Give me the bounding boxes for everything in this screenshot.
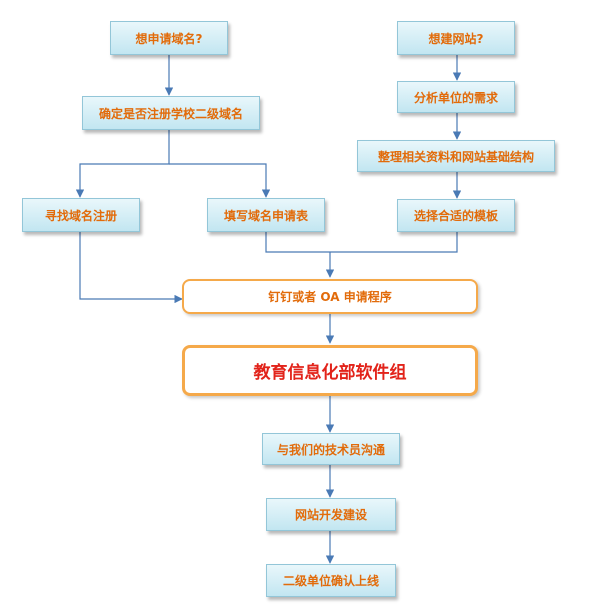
- node-choose-template: 选择合适的模板: [397, 199, 515, 232]
- node-apply-process: 钉钉或者 OA 申请程序: [182, 279, 478, 314]
- merge-line-fill-form: [265, 232, 330, 253]
- node-organize-materials: 整理相关资料和网站基础结构: [357, 140, 555, 172]
- node-communicate: 与我们的技术员沟通: [262, 433, 400, 465]
- arrow-find-register-to-apply: [79, 232, 183, 304]
- node-want-domain: 想申请域名?: [110, 21, 228, 55]
- branch-line-confirm: [75, 130, 170, 198]
- node-software-group: 教育信息化部软件组: [182, 345, 478, 396]
- node-fill-form: 填写域名申请表: [207, 198, 325, 232]
- node-find-register: 寻找域名注册: [22, 198, 140, 232]
- node-develop: 网站开发建设: [266, 498, 396, 531]
- node-want-website: 想建网站?: [397, 21, 515, 55]
- node-confirm-online: 二级单位确认上线: [266, 564, 396, 597]
- merge-line-template: [330, 232, 458, 253]
- node-analyze-needs: 分析单位的需求: [397, 81, 515, 113]
- node-confirm-domain: 确定是否注册学校二级域名: [82, 96, 260, 130]
- branch-line-fill-form: [169, 163, 271, 198]
